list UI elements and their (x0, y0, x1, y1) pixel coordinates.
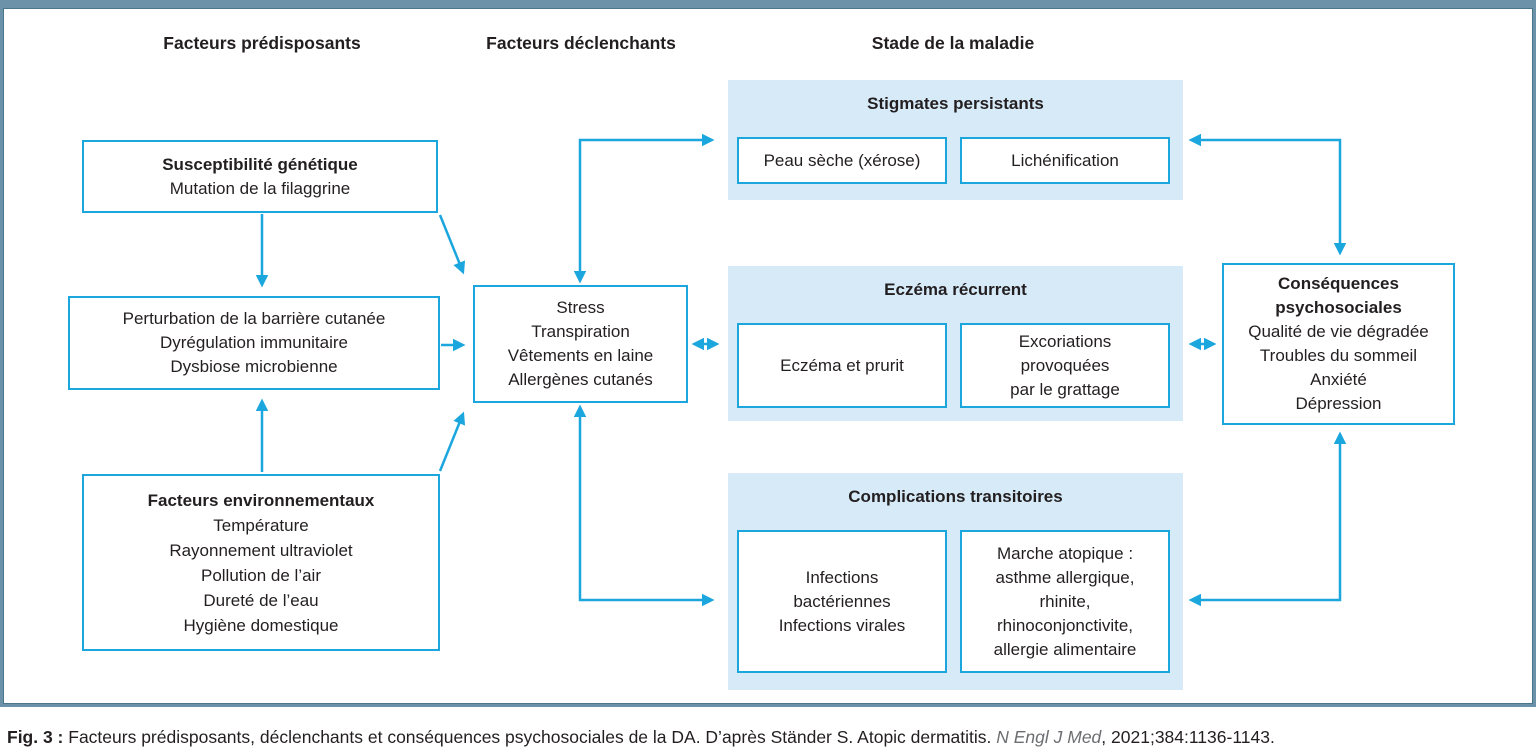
box-environment-line: Température (213, 515, 309, 535)
box-infections: Infections bactériennes Infections viral… (737, 530, 947, 673)
box-atopic-march-line: asthme allergique, (995, 567, 1135, 587)
box-triggers-line: Stress (556, 298, 605, 317)
box-psychosocial-consequences: Conséquences psychosociales Qualité de v… (1222, 263, 1455, 425)
box-triggers-line: Vêtements en laine (507, 346, 654, 365)
box-infections-line: Infections virales (778, 615, 906, 635)
panel-complications-title: Complications transitoires (848, 487, 1063, 506)
panel-eczema-title: Eczéma récurrent (884, 280, 1027, 299)
box-genetic-susceptibility: Susceptibilité génétique Mutation de la … (82, 140, 438, 213)
box-psychosocial-line: Dépression (1295, 394, 1382, 413)
box-excoriations: Excoriations provoquées par le grattage (960, 323, 1170, 408)
box-atopic-march: Marche atopique : asthme allergique, rhi… (960, 530, 1170, 673)
figure-caption: Fig. 3 : Facteurs prédisposants, déclenc… (7, 726, 1527, 748)
box-lichenification-line: Lichénification (1011, 150, 1119, 170)
column-header-predisposing: Facteurs prédisposants (163, 33, 361, 53)
box-environment-line: Hygiène domestique (183, 615, 339, 635)
box-psychosocial-line: Troubles du sommeil (1259, 346, 1418, 365)
box-triggers-line: Transpiration (531, 322, 630, 341)
box-infections-line: bactériennes (793, 591, 891, 611)
box-barrier-line: Dysbiose microbienne (170, 357, 338, 376)
box-atopic-march-line: rhinite, (1039, 591, 1091, 611)
box-dry-skin-line: Peau sèche (xérose) (763, 150, 921, 170)
box-genetic-line: Mutation de la filaggrine (169, 178, 351, 198)
box-environment-line: Pollution de l’air (200, 565, 321, 585)
column-header-stage: Stade de la maladie (871, 33, 1035, 53)
box-atopic-march-line: Marche atopique : (996, 543, 1134, 563)
panel-stigmata-title: Stigmates persistants (867, 94, 1044, 113)
panel-persistent-stigmata: Stigmates persistants Peau sèche (xérose… (728, 80, 1183, 200)
panel-transient-complications: Complications transitoires Infections ba… (728, 473, 1183, 690)
box-infections-line: Infections (805, 567, 879, 587)
box-skin-barrier: Perturbation de la barrière cutanée Dyré… (68, 296, 440, 390)
box-environment-line: Dureté de l’eau (203, 590, 319, 610)
box-excoriations-line: provoquées (1020, 355, 1110, 375)
box-excoriations-line: par le grattage (1010, 379, 1120, 399)
box-triggers-line: Allergènes cutanés (508, 370, 653, 389)
box-barrier-line: Dyrégulation immunitaire (159, 333, 349, 352)
box-eczema-pruritus-line: Eczéma et prurit (780, 355, 904, 375)
box-psychosocial-title: Conséquences (1278, 274, 1399, 293)
box-barrier-line: Perturbation de la barrière cutanée (122, 309, 386, 328)
box-excoriations-line: Excoriations (1018, 331, 1112, 351)
box-environment-title: Facteurs environnementaux (147, 490, 375, 510)
box-atopic-march-line: rhinoconjonctivite, (996, 615, 1134, 635)
column-header-triggering: Facteurs déclenchants (486, 33, 676, 53)
box-psychosocial-line: Qualité de vie dégradée (1248, 322, 1429, 341)
box-psychosocial-line: Anxiété (1310, 370, 1367, 389)
figure-caption-journal: N Engl J Med (996, 727, 1102, 747)
figure-caption-text: Facteurs prédisposants, déclenchants et … (63, 727, 997, 747)
box-psychosocial-title: psychosociales (1275, 298, 1402, 317)
figure-caption-reference: , 2021;384:1136-1143. (1101, 727, 1275, 747)
box-lichenification: Lichénification (960, 137, 1170, 184)
box-triggers: Stress Transpiration Vêtements en laine … (473, 285, 688, 403)
box-genetic-title: Susceptibilité génétique (162, 154, 358, 174)
box-atopic-march-line: allergie alimentaire (993, 639, 1137, 659)
figure-caption-label: Fig. 3 : (7, 727, 64, 747)
box-dry-skin: Peau sèche (xérose) (737, 137, 947, 184)
box-environmental-factors: Facteurs environnementaux Température Ra… (82, 474, 440, 651)
box-environment-line: Rayonnement ultraviolet (169, 540, 353, 560)
panel-recurrent-eczema: Eczéma récurrent Eczéma et prurit Excori… (728, 266, 1183, 421)
box-eczema-pruritus: Eczéma et prurit (737, 323, 947, 408)
